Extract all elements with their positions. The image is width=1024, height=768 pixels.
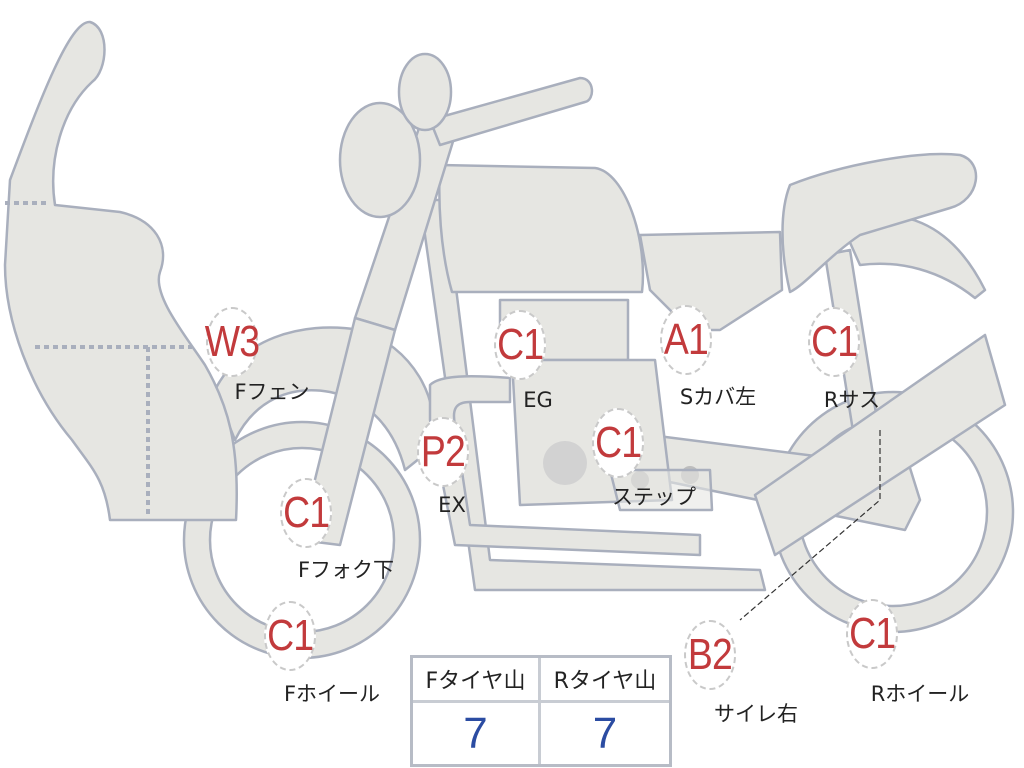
- marker-rear-suspension: C1: [808, 307, 860, 377]
- part-label: Rサス: [823, 388, 881, 412]
- marker-rear-wheel: C1: [846, 599, 898, 669]
- step: [608, 468, 714, 512]
- condition-code: C1: [282, 488, 330, 537]
- fuel-tank: [438, 163, 645, 294]
- part-label: Rホイール: [870, 682, 970, 706]
- condition-code: W3: [204, 317, 260, 366]
- marker-step: C1: [592, 408, 644, 478]
- part-label: ステップ: [612, 485, 696, 509]
- mirror: [397, 52, 453, 132]
- tire-tread-table: Fタイヤ山 Rタイヤ山 7 7: [410, 655, 672, 767]
- fairing: [3, 20, 238, 522]
- marker-front-fender: W3: [204, 307, 260, 377]
- marker-side-cover-left: A1: [660, 305, 712, 375]
- part-label: Fフォク下: [297, 558, 395, 582]
- condition-code: C1: [848, 609, 896, 658]
- condition-code: C1: [810, 317, 858, 366]
- headlight: [338, 101, 422, 219]
- marker-exhaust: P2: [417, 417, 469, 487]
- fairing-dotted-lines: [5, 201, 192, 515]
- condition-code: B2: [687, 630, 733, 679]
- part-label: Fフェン: [234, 380, 310, 404]
- condition-code: P2: [420, 427, 466, 476]
- value-rear-tire: 7: [592, 708, 618, 758]
- value-front-tire: 7: [413, 703, 541, 764]
- condition-code: C1: [496, 320, 544, 369]
- part-label: EX: [438, 493, 466, 517]
- marker-front-wheel: C1: [264, 601, 316, 671]
- side-cover: [638, 230, 784, 332]
- part-label: Sカバ左: [679, 385, 757, 409]
- exhaust-pipe: [428, 375, 702, 557]
- leader-line: [739, 430, 881, 621]
- header-rear-tire: Rタイヤ山: [541, 658, 669, 703]
- handlebar: [428, 76, 594, 147]
- condition-code: A1: [663, 315, 709, 364]
- engine-cover: [543, 441, 587, 485]
- marker-silencer-right: B2: [684, 620, 736, 690]
- condition-code: C1: [266, 611, 314, 660]
- marker-front-fork-lower: C1: [280, 478, 332, 548]
- part-label: サイレ右: [714, 702, 798, 726]
- part-label: Fホイール: [283, 682, 381, 706]
- condition-code: C1: [594, 418, 642, 467]
- header-front-tire: Fタイヤ山: [413, 658, 541, 703]
- marker-engine: C1: [494, 310, 546, 380]
- seat: [781, 152, 978, 294]
- part-label: EG: [523, 388, 553, 412]
